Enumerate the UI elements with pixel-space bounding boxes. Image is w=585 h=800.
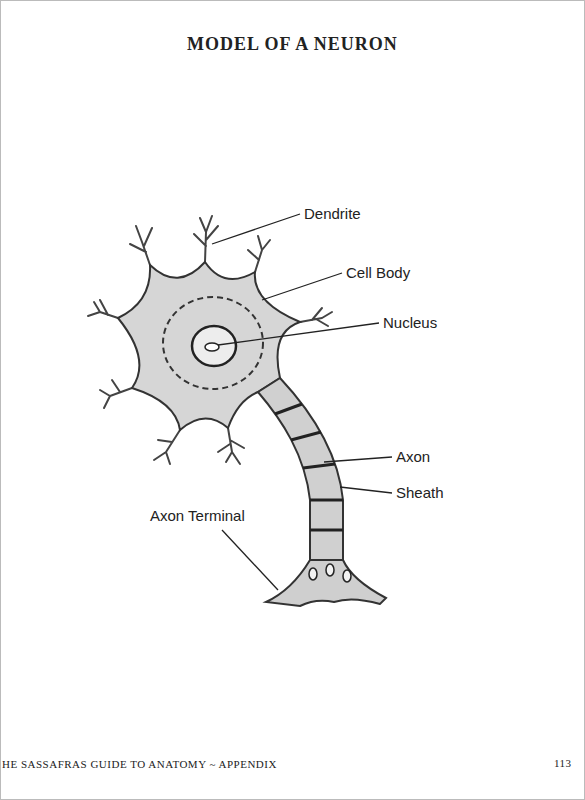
part-label: Cell Body [346,264,410,281]
page-number: 113 [554,757,572,769]
diagram-title: MODEL OF A NEURON [187,34,398,55]
axon-tube [258,378,343,560]
part-label: Dendrite [304,205,361,222]
part-label: Nucleus [383,314,437,331]
nucleus-shape [192,326,236,366]
vesicles [309,564,351,582]
footer-text: HE SASSAFRAS GUIDE TO ANATOMY ~ APPENDIX [2,758,277,770]
part-label: Sheath [396,484,444,501]
part-label: Axon [396,448,430,465]
axon-terminal-shape [266,560,386,606]
nucleolus [205,343,219,351]
sheath-segments [275,404,343,530]
nuclear-envelope [163,297,263,389]
part-label: Axon Terminal [150,507,245,524]
